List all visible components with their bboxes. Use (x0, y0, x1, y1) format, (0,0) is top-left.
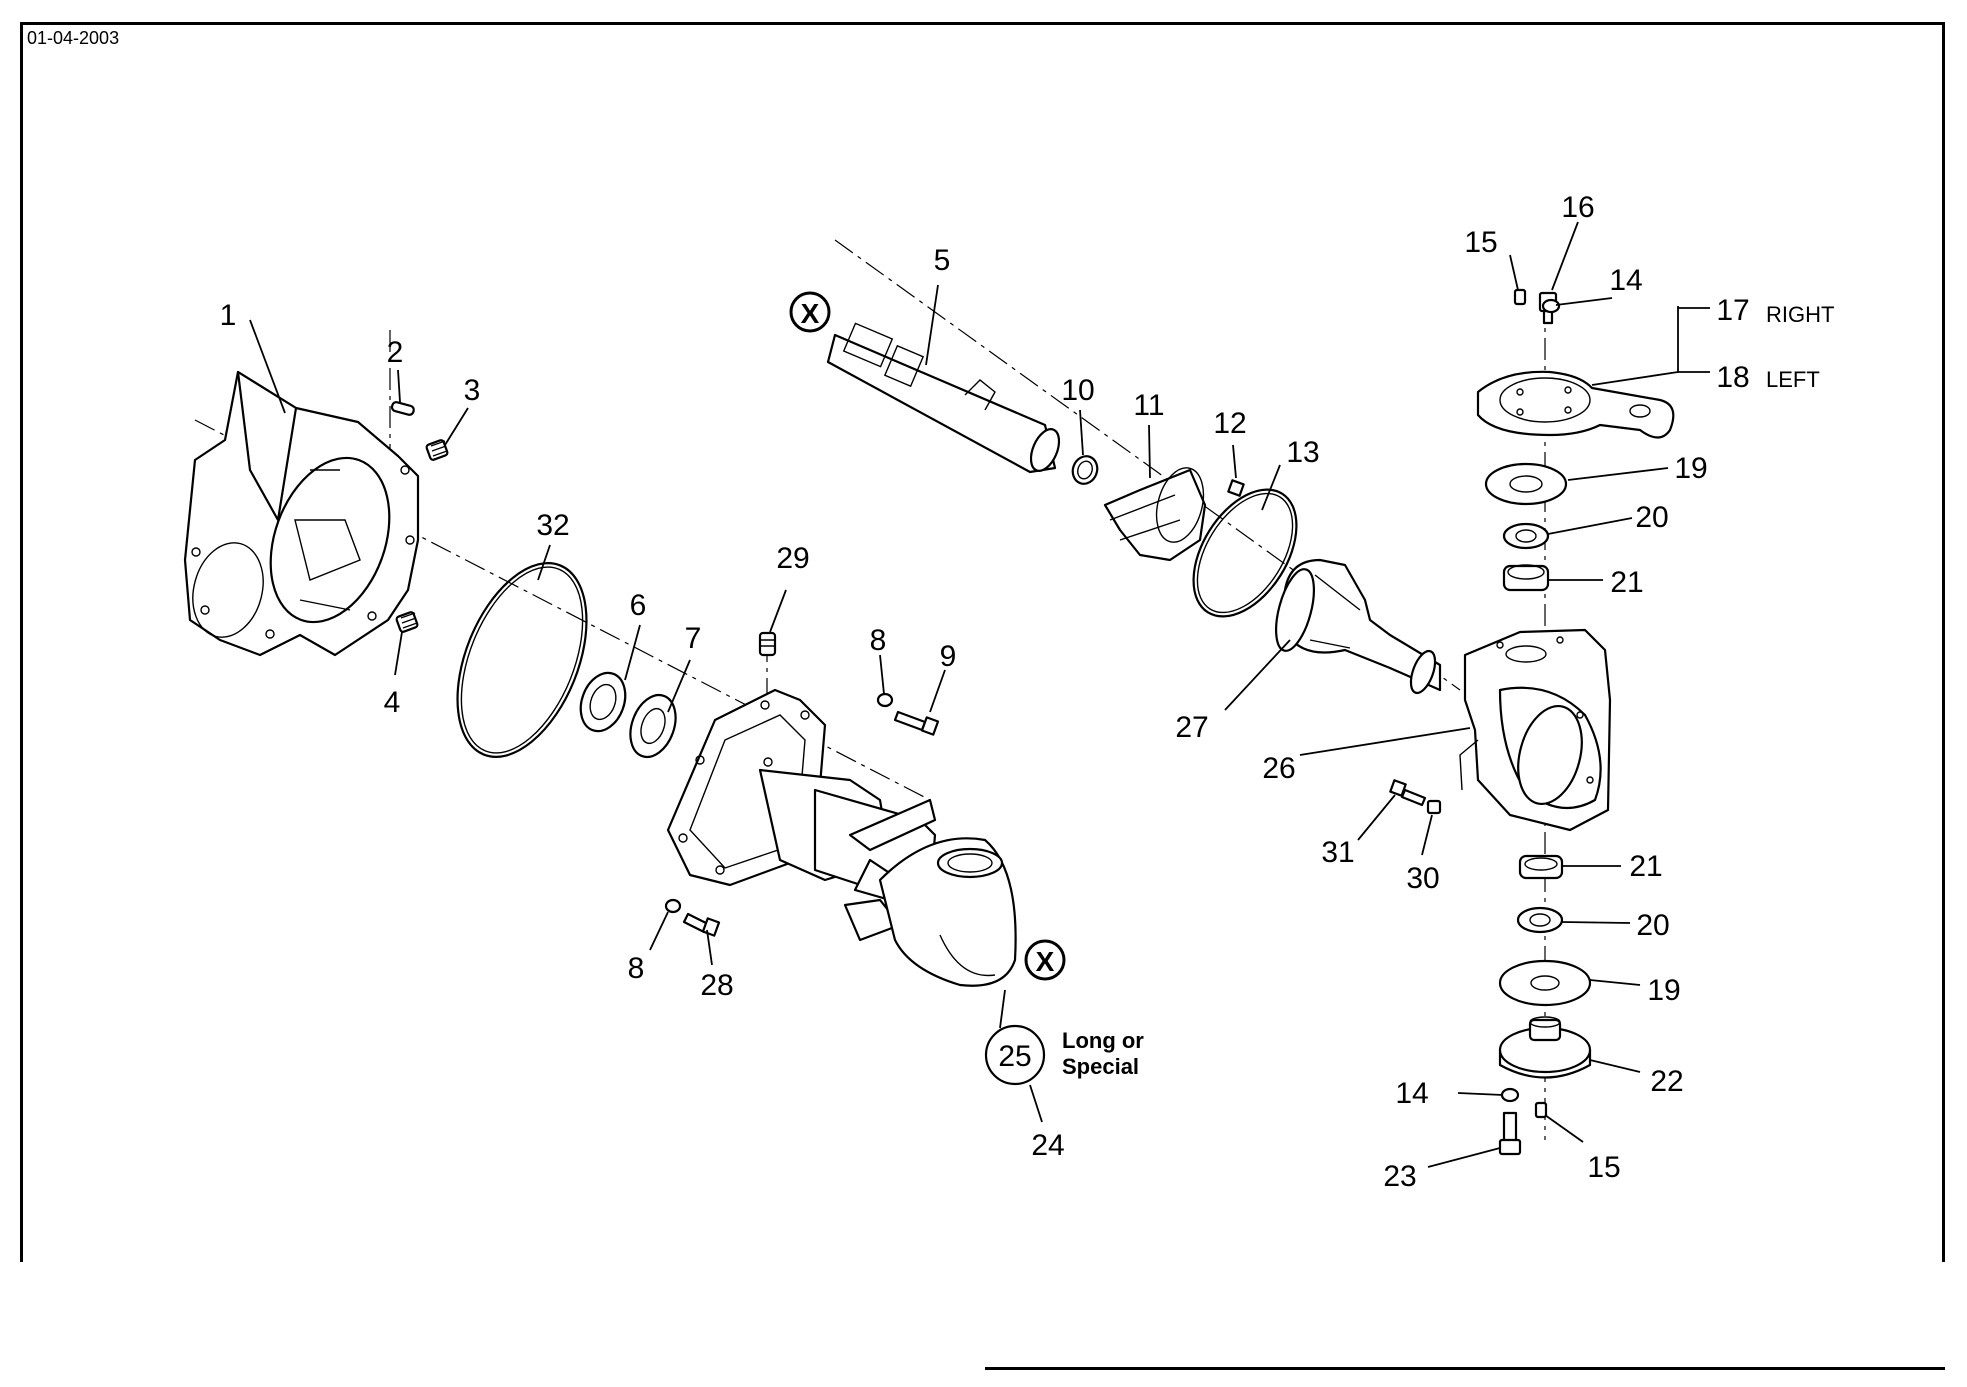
callout-6: 6 (630, 589, 647, 622)
callout-circle-25 (984, 1024, 1046, 1086)
drawing-frame (20, 22, 1945, 1262)
washer-part-8-lower (664, 898, 682, 914)
callout-21-lower: 21 (1629, 850, 1662, 883)
plug-part-4 (395, 611, 419, 633)
callout-8-lower: 8 (628, 952, 645, 985)
callout-22: 22 (1650, 1065, 1683, 1098)
callout-20-upper: 20 (1635, 501, 1668, 534)
callout-19-lower: 19 (1647, 974, 1680, 1007)
callout-17: 17 (1716, 294, 1749, 327)
plug-part-3 (425, 439, 449, 461)
breather-part-29 (758, 631, 777, 657)
callout-20-lower: 20 (1636, 909, 1669, 942)
fitting-part-15-lower (1534, 1101, 1548, 1119)
bearing-part-21-upper (1502, 564, 1550, 592)
callout-2: 2 (387, 336, 404, 369)
callout-7: 7 (685, 622, 702, 655)
bearing-part-21-lower (1518, 854, 1564, 880)
note-line-1: Long or (1062, 1028, 1144, 1053)
fitting-part-15-upper (1513, 288, 1527, 306)
shaft-axis-line (834, 239, 1461, 691)
boot-part-11 (1103, 467, 1207, 562)
bolt-part-9 (893, 710, 940, 736)
callout-32: 32 (536, 509, 569, 542)
callout-23: 23 (1383, 1160, 1416, 1193)
callout-30: 30 (1406, 862, 1439, 895)
washer-part-7 (629, 693, 677, 759)
callout-15-upper: 15 (1464, 226, 1497, 259)
axle-housing-part-24 (666, 688, 1017, 987)
callout-18: 18 (1716, 361, 1749, 394)
callout-11: 11 (1133, 389, 1164, 422)
washer-part-14-lower (1500, 1087, 1520, 1103)
svg-text:X: X (801, 298, 820, 329)
steering-arm-part-17-18 (1476, 370, 1675, 439)
svg-text:X: X (1036, 946, 1055, 977)
steering-knuckle-part-26 (1459, 628, 1612, 832)
label-left: LEFT (1766, 367, 1820, 392)
ring-part-13 (1192, 488, 1298, 618)
callout-29: 29 (776, 542, 809, 575)
revision-date: 01-04-2003 (27, 28, 120, 48)
callout-26: 26 (1262, 752, 1295, 785)
callout-13: 13 (1286, 436, 1319, 469)
pin-part-2 (390, 401, 415, 416)
callout-31: 31 (1321, 836, 1354, 869)
note-line-2: Special (1062, 1054, 1139, 1079)
callout-28: 28 (700, 969, 733, 1002)
callout-1: 1 (220, 299, 237, 332)
washer-part-14-upper (1541, 298, 1561, 314)
exchange-marker-bottom: X (1024, 939, 1066, 981)
label-right: RIGHT (1766, 302, 1834, 327)
callout-12: 12 (1213, 407, 1246, 440)
leader-lines (249, 221, 1710, 1168)
callout-27: 27 (1175, 711, 1208, 744)
bolt-part-28 (682, 912, 721, 937)
nut-part-30 (1426, 799, 1442, 815)
cv-joint-part-27 (1275, 558, 1442, 695)
callout-19-upper: 19 (1674, 452, 1707, 485)
callout-numbers: 1 2 3 4 32 6 7 5 10 11 12 13 29 8 9 8 28… (220, 191, 1750, 1193)
king-pin-cap-part-22 (1498, 1016, 1592, 1079)
exchange-marker-top: X (789, 291, 831, 333)
callout-15-lower: 15 (1587, 1151, 1620, 1184)
bottom-rule (985, 1367, 1945, 1370)
seal-part-20-upper (1502, 522, 1550, 550)
housing-part-1 (183, 370, 420, 657)
bolt-part-23 (1498, 1111, 1522, 1156)
washer-part-8-upper (876, 692, 894, 708)
seal-part-6 (579, 671, 627, 733)
axle-shaft-part-5 (826, 322, 1061, 474)
o-ring-part-32 (456, 562, 588, 758)
callout-24: 24 (1031, 1129, 1064, 1162)
callout-25: 25 (998, 1040, 1031, 1073)
seal-part-20-lower (1516, 906, 1564, 934)
callout-14-upper: 14 (1609, 264, 1642, 297)
callout-21-upper: 21 (1610, 566, 1643, 599)
callout-8-upper: 8 (870, 624, 887, 657)
callout-14-lower: 14 (1395, 1077, 1428, 1110)
callout-5: 5 (934, 244, 951, 277)
callout-9: 9 (940, 640, 957, 673)
callout-16: 16 (1561, 191, 1594, 224)
shim-part-19-lower (1498, 959, 1592, 1007)
bolt-part-31 (1389, 779, 1427, 807)
callout-4: 4 (384, 686, 401, 719)
shim-part-19-upper (1484, 462, 1568, 506)
clamp-part-10 (1071, 455, 1099, 485)
callout-3: 3 (464, 374, 481, 407)
clip-part-12 (1227, 479, 1245, 497)
callout-10: 10 (1061, 374, 1094, 407)
